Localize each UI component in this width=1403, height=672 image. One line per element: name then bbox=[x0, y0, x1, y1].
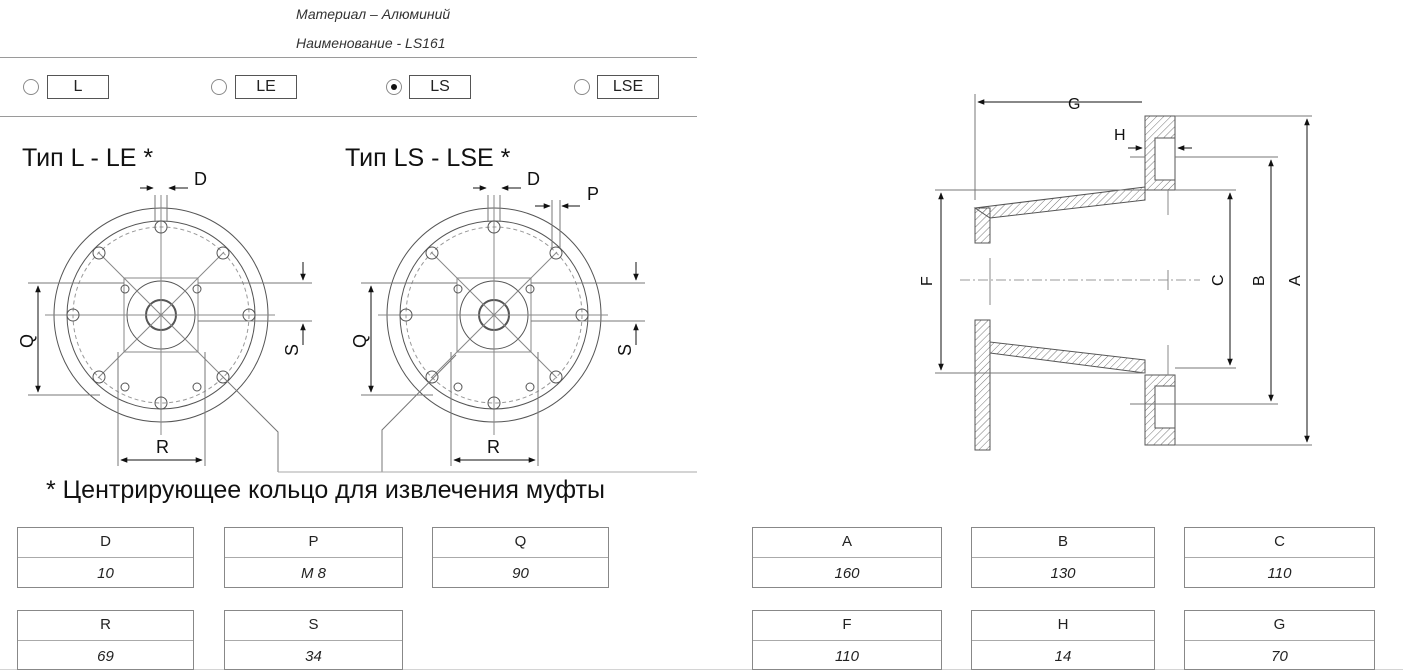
label-S-right: S bbox=[615, 344, 635, 356]
label-R-left: R bbox=[156, 437, 169, 457]
option-LSE[interactable]: LSE bbox=[597, 75, 659, 99]
dim-value: 14 bbox=[1054, 648, 1072, 665]
dim-value: 69 bbox=[97, 648, 114, 665]
dim-value: 34 bbox=[305, 648, 322, 665]
label-S-left: S bbox=[282, 344, 302, 356]
option-LE[interactable]: LE bbox=[235, 75, 297, 99]
dim-key: C bbox=[1185, 528, 1374, 558]
dim-cell-D: D 10 bbox=[17, 527, 194, 588]
dim-cell-Q: Q 90 bbox=[432, 527, 609, 588]
dim-key: P bbox=[225, 528, 402, 558]
label-B: B bbox=[1251, 275, 1268, 286]
label-P: P bbox=[587, 184, 599, 204]
type-left-title: Тип L - LE * bbox=[22, 144, 154, 172]
options-divider bbox=[0, 116, 697, 117]
dim-key: G bbox=[1185, 611, 1374, 641]
option-L[interactable]: L bbox=[47, 75, 109, 99]
dim-value: 130 bbox=[1050, 565, 1076, 582]
dim-key: F bbox=[753, 611, 941, 641]
dim-key: H bbox=[972, 611, 1154, 641]
dim-cell-A: A 160 bbox=[752, 527, 942, 588]
type-right-title: Тип LS - LSE * bbox=[345, 144, 511, 172]
dim-key: R bbox=[18, 611, 193, 641]
radio-LE[interactable] bbox=[211, 79, 227, 95]
dim-value: 160 bbox=[834, 565, 860, 582]
flange-left-view bbox=[28, 185, 312, 472]
radio-LS[interactable] bbox=[386, 79, 402, 95]
label-Q-right: Q bbox=[350, 334, 370, 348]
dim-cell-F: F 110 bbox=[752, 610, 942, 670]
dim-value: 10 bbox=[97, 565, 114, 582]
dim-value: 90 bbox=[512, 565, 529, 582]
dim-cell-R: R 69 bbox=[17, 610, 194, 670]
dim-value: 70 bbox=[1271, 648, 1288, 665]
option-LS[interactable]: LS bbox=[409, 75, 471, 99]
dim-cell-C: C 110 bbox=[1184, 527, 1375, 588]
label-G: G bbox=[1068, 96, 1080, 113]
dim-cell-P: P M 8 bbox=[224, 527, 403, 588]
dim-value: M 8 bbox=[300, 565, 326, 582]
radio-LSE[interactable] bbox=[574, 79, 590, 95]
label-C: C bbox=[1210, 274, 1227, 286]
label-A: A bbox=[1287, 275, 1304, 286]
dim-key: D bbox=[18, 528, 193, 558]
label-D-left: D bbox=[194, 169, 207, 189]
dim-value: 110 bbox=[835, 648, 859, 665]
label-H: H bbox=[1114, 127, 1126, 144]
label-R-right: R bbox=[487, 437, 500, 457]
header-divider bbox=[0, 57, 697, 58]
label-D-right: D bbox=[527, 169, 540, 189]
material-label: Материал – Алюминий bbox=[296, 6, 451, 22]
dim-cell-B: B 130 bbox=[971, 527, 1155, 588]
label-Q-left: Q bbox=[17, 334, 37, 348]
dim-cell-H: H 14 bbox=[971, 610, 1155, 670]
dim-key: A bbox=[753, 528, 941, 558]
dim-key: B bbox=[972, 528, 1154, 558]
name-label: Наименование - LS161 bbox=[296, 35, 446, 51]
label-F: F bbox=[919, 276, 936, 286]
dim-key: Q bbox=[433, 528, 608, 558]
side-section-view bbox=[935, 94, 1312, 451]
radio-L[interactable] bbox=[23, 79, 39, 95]
dim-value: 110 bbox=[1267, 565, 1292, 582]
dim-cell-S: S 34 bbox=[224, 610, 403, 670]
dim-key: S bbox=[225, 611, 402, 641]
flange-right-view bbox=[361, 185, 645, 472]
centering-ring-note: * Центрирующее кольцо для извлечения муф… bbox=[46, 476, 605, 504]
dim-cell-G: G 70 bbox=[1184, 610, 1375, 670]
